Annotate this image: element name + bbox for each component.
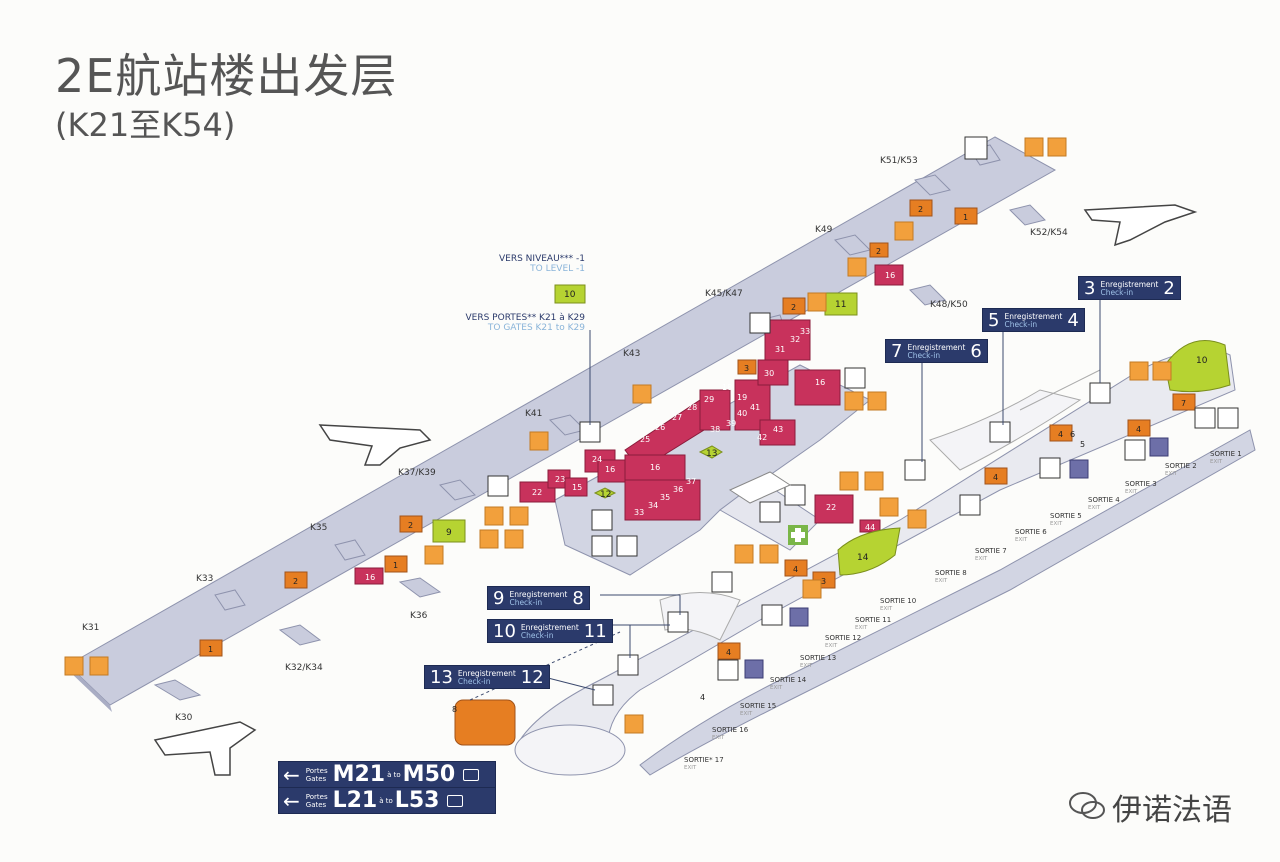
wechat-icon <box>1069 792 1105 819</box>
escalator-pattern <box>728 471 792 504</box>
first-aid-icon <box>788 525 808 545</box>
sign-to-gates-en: TO GATES K21 to K29 <box>487 323 585 333</box>
services <box>199 199 1196 746</box>
gate-range-from: L21 <box>332 788 378 813</box>
shops <box>354 264 904 585</box>
checkin-left-number: 9 <box>493 587 505 609</box>
direction-en: Gates <box>305 774 327 783</box>
checkin-right-number: 2 <box>1163 277 1175 299</box>
sign-vers-portes: VERS PORTES** K21 à K29 TO GATES K21 to … <box>430 313 585 333</box>
checkin-label-fr: Enregistrement <box>1100 280 1159 289</box>
sign-vers-niveau-fr: VERS NIVEAU*** -1 <box>499 254 585 264</box>
checkin-label-en: Check-in <box>907 351 941 360</box>
checkin-right-number: 12 <box>520 666 544 688</box>
gate-range-to: L53 <box>394 788 440 813</box>
sign-vers-niveau: VERS NIVEAU*** -1 TO LEVEL -1 <box>455 254 585 274</box>
checkin-right-number: 8 <box>572 587 584 609</box>
service-icons <box>64 137 1172 734</box>
arrow-left-icon: ← <box>283 788 300 813</box>
checkin-label-en: Check-in <box>509 598 543 607</box>
checkin-label-fr: Enregistrement <box>520 623 579 632</box>
lounges <box>432 284 1231 576</box>
checkin-label-fr: Enregistrement <box>457 669 516 678</box>
page-subtitle: (K21至K54) <box>55 106 236 144</box>
leader-lines <box>469 298 1101 701</box>
checkin-label-fr: Enregistrement <box>509 590 568 599</box>
gate-range-to: M50 <box>402 762 456 787</box>
checkin-label-fr: Enregistrement <box>1004 312 1063 321</box>
lift-icons <box>487 136 1239 706</box>
checkin-label-en: Check-in <box>1004 320 1038 329</box>
sign-vers-portes-fr: VERS PORTES** K21 à K29 <box>465 313 585 323</box>
checkin-right-number: 6 <box>970 340 982 362</box>
checkin-label-en: Check-in <box>457 677 491 686</box>
checkin-right-number: 11 <box>583 620 607 642</box>
bus-icon <box>447 794 464 807</box>
watermark-text: 伊诺法语 <box>1112 793 1232 828</box>
direction-en: Gates <box>305 800 327 809</box>
direction-fr: Portes <box>305 792 328 801</box>
page-title: 2E航站楼出发层 <box>55 49 398 103</box>
arrow-left-icon: ← <box>283 762 300 787</box>
gate-range-from: M21 <box>332 762 386 787</box>
gate-range-to-word: à to <box>379 796 393 805</box>
checkin-label-en: Check-in <box>1100 288 1134 297</box>
parking-icons <box>744 437 1169 679</box>
gate-range-to-word: à to <box>387 770 401 779</box>
checkin-left-number: 7 <box>891 340 903 362</box>
checkin-left-number: 3 <box>1084 277 1096 299</box>
checkin-left-number: 10 <box>493 620 516 642</box>
direction-fr: Portes <box>305 766 328 775</box>
checkin-left-number: 5 <box>988 309 1000 331</box>
checkin-label-en: Check-in <box>520 631 554 640</box>
sign-to-level-en: TO LEVEL -1 <box>530 264 585 274</box>
checkin-left-number: 13 <box>430 666 453 688</box>
bus-icon <box>463 768 480 781</box>
airplane-icon <box>153 204 1198 776</box>
checkin-label-fr: Enregistrement <box>907 343 966 352</box>
checkin-right-number: 4 <box>1067 309 1079 331</box>
